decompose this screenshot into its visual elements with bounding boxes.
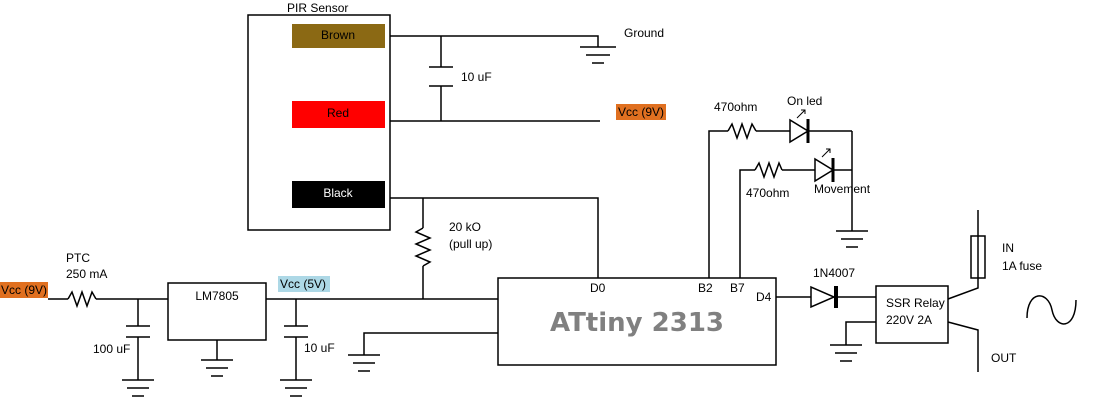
on-led-circuit: 470ohm On led [708,94,852,278]
wire-brown-label: Brown [321,28,355,42]
wire-black-block [292,181,385,208]
regulator-box [167,282,267,341]
diode-icon [810,285,836,309]
on-led-label: On led [787,94,822,108]
pir-sensor: PIR Sensor Brown Red Black [247,1,391,231]
ground-label: Ground [624,26,664,40]
wire-brown-block [292,24,385,48]
ssr-line1-label: SSR Relay [886,296,945,310]
led-ground [836,131,868,248]
pin-b2-label: B2 [698,281,713,295]
cap-10uf-reg-label: 10 uF [304,341,335,355]
diode-circuit: 1N4007 [776,266,876,362]
wire-red-block [292,101,385,128]
pullup-value-label: 20 kO [449,220,481,234]
on-led-icon [789,118,810,144]
mcu-ground [348,332,498,372]
vcc-9v-in-label: Vcc (9V) [1,283,47,297]
capacitor-10uf-pir: 10 uF [429,36,492,121]
pullup-note-label: (pull up) [449,237,492,251]
mains-output: IN 1A fuse OUT [947,210,1077,372]
movement-led-circuit: 470ohm Movement [739,148,871,278]
ssr-relay: SSR Relay 220V 2A [875,285,949,344]
diode-label: 1N4007 [813,266,855,280]
vcc-5v-badge [278,276,330,292]
pir-signal-wire [390,197,599,278]
movement-label: Movement [814,182,871,196]
voltage-regulator: LM7805 [167,282,498,377]
fuse-rating-label: 1A fuse [1002,259,1042,273]
fuse-in-label: IN [1002,241,1014,255]
ac-source-icon [1026,295,1077,325]
pin-d4-label: D4 [756,290,772,304]
mcu-box [497,277,777,366]
pullup-resistor: 20 kO (pull up) [414,198,492,299]
out-label: OUT [991,351,1017,365]
r-on-value-label: 470ohm [714,100,757,114]
pin-b7-label: B7 [730,281,745,295]
cap-10uf-pir-label: 10 uF [461,70,492,84]
pir-ground-wire: Ground [390,26,664,64]
ssr-relay-box [875,285,949,344]
mcu-label: ATtiny 2313 [550,308,724,338]
wire-red-label: Red [327,106,349,120]
vcc-9v-pir-label: Vcc (9V) [618,105,664,119]
microcontroller: ATtiny 2313 D0 B2 B7 D4 [497,277,777,366]
cap-100uf-label: 100 uF [93,342,130,356]
capacitor-10uf-reg: 10 uF [280,299,335,397]
wire-black-label: Black [323,186,353,200]
pir-vcc-wire: Vcc (9V) [390,104,666,122]
ssr-line2-label: 220V 2A [886,313,932,327]
vcc-9v-pir-badge [616,104,666,120]
movement-led-icon [814,157,835,183]
r-move-value-label: 470ohm [746,186,789,200]
power-input: Vcc (9V) PTC 250 mA [0,251,168,309]
ptc-rating-label: 250 mA [66,267,107,281]
capacitor-100uf: 100 uF [93,299,154,397]
ptc-name-label: PTC [66,251,90,265]
regulator-label: LM7805 [195,289,239,303]
pir-sensor-title: PIR Sensor [287,1,348,15]
vcc-9v-in-badge [0,282,48,298]
vcc-5v-label: Vcc (5V) [280,277,326,291]
pin-d0-label: D0 [590,281,606,295]
